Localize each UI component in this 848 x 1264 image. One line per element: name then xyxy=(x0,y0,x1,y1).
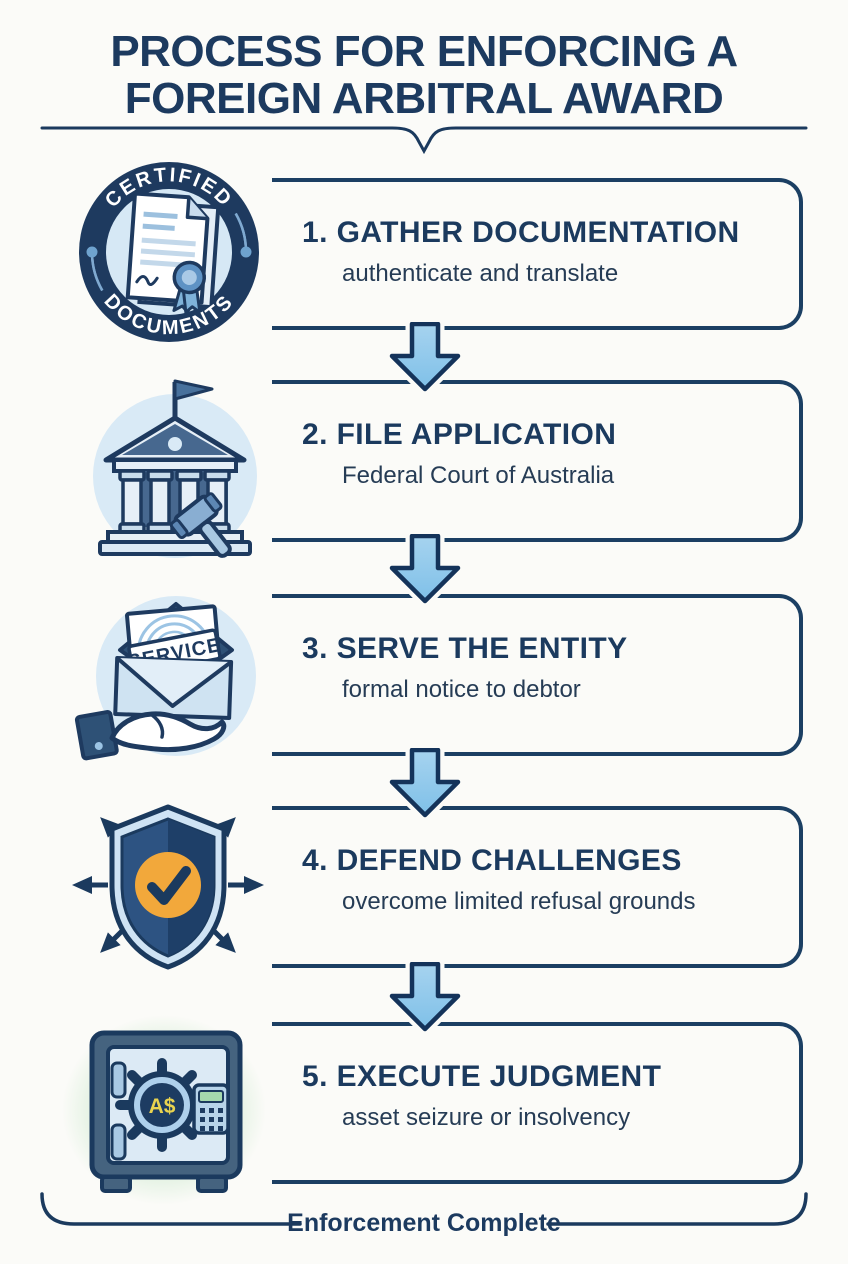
certificate-document xyxy=(125,191,221,314)
courthouse-gavel-icon xyxy=(78,368,268,568)
dial-wheel: A$ xyxy=(115,1058,209,1152)
badge-dot-right xyxy=(240,246,252,258)
step-box-5: 5. EXECUTE JUDGMENT asset seizure or ins… xyxy=(272,1022,803,1184)
hinge xyxy=(110,1123,127,1161)
step-subtitle: overcome limited refusal grounds xyxy=(342,888,696,915)
page-title-line2: FOREIGN ARBITRAL AWARD xyxy=(124,74,724,123)
checkmark xyxy=(147,866,191,905)
check-circle xyxy=(135,852,201,918)
safe-vault-currency-icon: A$ xyxy=(62,1015,272,1205)
step-number: 5. xyxy=(302,1060,328,1093)
title-divider xyxy=(40,126,808,155)
step-title: 2. FILE APPLICATION xyxy=(302,418,616,452)
badge-dot-left xyxy=(86,246,98,258)
service-envelope-hand-icon: SERVICE xyxy=(68,588,273,768)
flow-arrow-icon xyxy=(385,748,465,818)
step-title-text: DEFEND CHALLENGES xyxy=(336,844,682,877)
footer-label: Enforcement Complete xyxy=(287,1209,561,1237)
step-title-text: EXECUTE JUDGMENT xyxy=(336,1060,662,1093)
step-number: 3. xyxy=(302,632,328,665)
page-title: PROCESS FOR ENFORCING A FOREIGN ARBITRAL… xyxy=(0,28,848,122)
step-title-text: GATHER DOCUMENTATION xyxy=(336,216,740,249)
flow-arrow-icon xyxy=(385,962,465,1032)
step-number: 4. xyxy=(302,844,328,877)
step-title: 1. GATHER DOCUMENTATION xyxy=(302,216,740,250)
gavel xyxy=(169,492,232,558)
step-subtitle: Federal Court of Australia xyxy=(342,462,615,489)
step-number: 2. xyxy=(302,418,328,451)
step-box-1: 1. GATHER DOCUMENTATION authenticate and… xyxy=(272,178,803,330)
step-number: 1. xyxy=(302,216,328,249)
signature-squiggle xyxy=(135,275,159,286)
safe-foot xyxy=(196,1175,228,1193)
step-box-4: 4. DEFEND CHALLENGES overcome limited re… xyxy=(272,806,803,968)
step-title: 5. EXECUTE JUDGMENT xyxy=(302,1060,661,1094)
step-title: 4. DEFEND CHALLENGES xyxy=(302,844,696,878)
step-subtitle: asset seizure or insolvency xyxy=(342,1104,631,1131)
currency-label: A$ xyxy=(149,1095,176,1118)
step-title-text: FILE APPLICATION xyxy=(336,418,617,451)
step-box-3: 3. SERVE THE ENTITY formal notice to deb… xyxy=(272,594,803,756)
step-box-2: 2. FILE APPLICATION Federal Court of Aus… xyxy=(272,380,803,542)
keypad xyxy=(192,1083,230,1135)
certified-documents-badge-icon: CERTIFIED DOCUMENTS xyxy=(73,156,265,348)
shield-checkmark-arrows-icon xyxy=(62,793,274,979)
step-title: 3. SERVE THE ENTITY xyxy=(302,632,627,666)
envelope-body xyxy=(113,656,234,720)
page-title-line1: PROCESS FOR ENFORCING A xyxy=(110,27,738,76)
footer-bracket xyxy=(40,1192,808,1226)
ribbon-seal xyxy=(172,260,207,314)
step-subtitle: formal notice to debtor xyxy=(342,676,581,703)
safe-foot xyxy=(100,1175,132,1193)
step-subtitle: authenticate and translate xyxy=(342,260,619,287)
hinge xyxy=(110,1061,127,1099)
flow-arrow-icon xyxy=(385,534,465,604)
flow-arrow-icon xyxy=(385,322,465,392)
step-title-text: SERVE THE ENTITY xyxy=(336,632,628,665)
